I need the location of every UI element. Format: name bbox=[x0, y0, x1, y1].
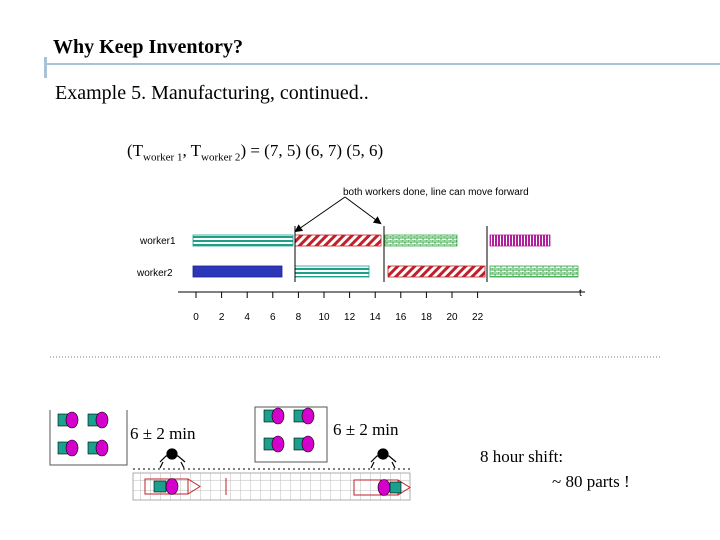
axis-tick-label: 12 bbox=[344, 312, 356, 323]
worker1-bar-part2 bbox=[294, 234, 382, 247]
title-underline bbox=[44, 63, 720, 65]
formula-sub-worker1: worker 1 bbox=[143, 151, 183, 164]
axis-tick-label: 22 bbox=[472, 312, 484, 323]
title-accent-bar bbox=[44, 57, 47, 78]
axis-tick-label: 10 bbox=[318, 312, 330, 323]
slide-subtitle: Example 5. Manufacturing, continued.. bbox=[55, 82, 369, 104]
axis-label-t: t bbox=[579, 288, 582, 299]
slide-title: Why Keep Inventory? bbox=[53, 36, 243, 58]
axis-tick-label: 4 bbox=[244, 312, 250, 323]
worker-times-formula: (Tworker 1, Tworker 2) = (7, 5) (6, 7) (… bbox=[127, 141, 383, 163]
worker2-bar-part2 bbox=[294, 265, 370, 278]
formula-close: ) = (7, 5) (6, 7) (5, 6) bbox=[240, 141, 384, 160]
formula-mid: , T bbox=[182, 141, 202, 160]
axis-tick-label: 2 bbox=[219, 312, 225, 323]
formula-sub-worker2: worker 2 bbox=[201, 151, 241, 164]
worker2-bar-part3 bbox=[387, 265, 486, 278]
worker2-bar-part4 bbox=[489, 265, 579, 278]
station-2 bbox=[254, 406, 328, 463]
station-2-time-label: 6 ± 2 min bbox=[333, 420, 399, 439]
conveyor-part-2 bbox=[353, 479, 411, 496]
worker1-bar-part4 bbox=[489, 234, 551, 247]
annotation-arrow-left bbox=[294, 196, 346, 233]
worker2-bar-part1 bbox=[192, 265, 283, 278]
axis-tick-label: 8 bbox=[296, 312, 302, 323]
row-label-worker1: worker1 bbox=[139, 236, 176, 247]
shift-note-line1: 8 hour shift: bbox=[480, 447, 564, 466]
station-1-time-label: 6 ± 2 min bbox=[130, 424, 196, 443]
worker1-bar-part1 bbox=[192, 234, 294, 247]
worker1-bar-part3 bbox=[384, 234, 458, 247]
row-label-worker2: worker2 bbox=[136, 268, 173, 279]
station-1 bbox=[49, 410, 128, 466]
conveyor-part-1 bbox=[144, 478, 201, 495]
axis-tick-label: 20 bbox=[446, 312, 458, 323]
worker-figure-2 bbox=[370, 448, 397, 469]
axis-tick-label: 6 bbox=[270, 312, 276, 323]
formula-open: (T bbox=[127, 141, 144, 160]
axis-tick-label: 16 bbox=[395, 312, 407, 323]
axis-tick-label: 18 bbox=[421, 312, 433, 323]
axis-tick-label: 14 bbox=[370, 312, 382, 323]
annotation-arrow-right bbox=[344, 196, 382, 225]
shift-note-line2: ~ 80 parts ! bbox=[552, 472, 630, 491]
worker-figure-1 bbox=[159, 448, 186, 469]
axis-ticks: 0 2 4 6 8 10 12 14 16 18 20 22 bbox=[193, 292, 484, 323]
conveyor-line bbox=[132, 468, 411, 501]
annotation-text: both workers done, line can move forward bbox=[343, 187, 529, 198]
axis-tick-label: 0 bbox=[193, 312, 199, 323]
station-1-parts bbox=[57, 411, 109, 457]
station-2-parts bbox=[263, 407, 315, 453]
